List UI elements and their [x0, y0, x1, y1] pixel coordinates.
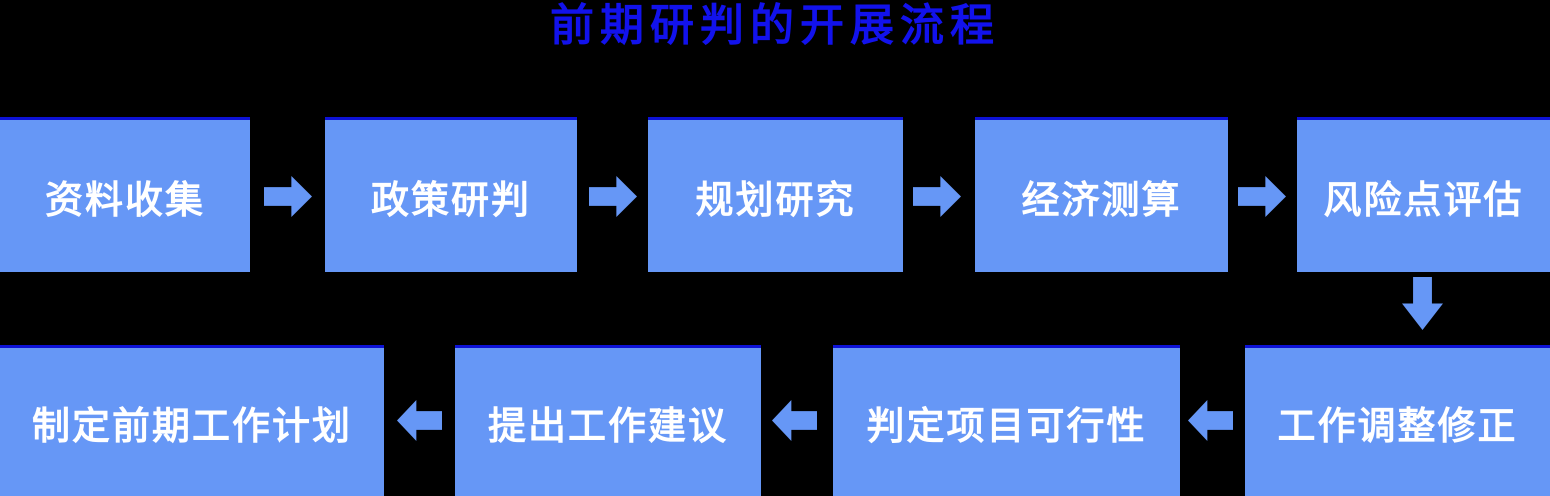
arrow-left-icon — [397, 400, 442, 441]
flow-step-risk-point-evaluation: 风险点评估 — [1297, 117, 1550, 272]
flow-step-data-collection: 资料收集 — [0, 117, 250, 272]
flow-step-economic-calculation: 经济测算 — [975, 117, 1228, 272]
arrow-right-icon — [264, 176, 312, 217]
arrow-left-icon — [772, 400, 817, 441]
page-title: 前期研判的开展流程 — [550, 0, 1000, 51]
arrow-right-icon — [589, 176, 637, 217]
flow-step-propose-work-suggestions: 提出工作建议 — [455, 345, 761, 496]
arrow-left-icon — [1188, 400, 1233, 441]
flow-step-work-adjustment-correction: 工作调整修正 — [1245, 345, 1550, 496]
flow-step-policy-analysis: 政策研判 — [325, 117, 577, 272]
arrow-down-icon — [1402, 277, 1443, 330]
flow-step-planning-research: 规划研究 — [648, 117, 903, 272]
arrow-right-icon — [913, 176, 961, 217]
flow-step-make-preliminary-work-plan: 制定前期工作计划 — [0, 345, 384, 496]
arrow-right-icon — [1238, 176, 1286, 217]
flow-step-determine-project-feasibility: 判定项目可行性 — [833, 345, 1180, 496]
